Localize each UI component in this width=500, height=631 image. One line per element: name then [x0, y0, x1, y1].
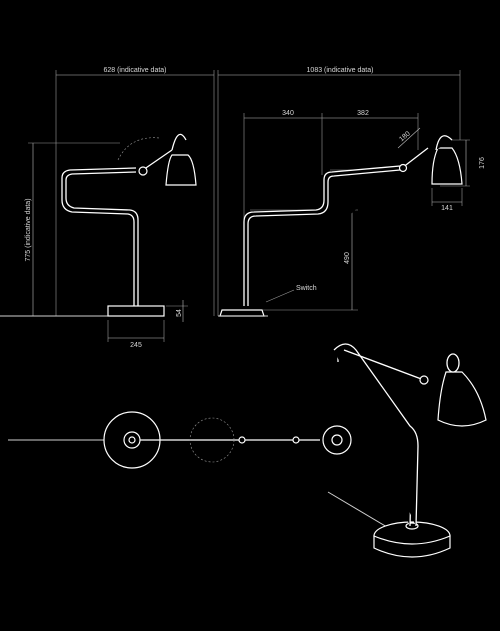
persp-shade [437, 371, 487, 427]
side-base [219, 309, 265, 317]
front-base [107, 305, 165, 317]
front-view: 628 (indicative data) 775 (indicative da… [0, 67, 215, 349]
dim-width-right: 1083 (indicative data) [307, 67, 374, 74]
dim-height-total: 775 (indicative data) [25, 198, 32, 261]
switch-label: Switch [296, 285, 317, 292]
dim-stem-490: 490 [344, 252, 351, 264]
dim-base-height: 54 [176, 309, 183, 317]
dim-width-left: 628 (indicative data) [103, 67, 166, 74]
top-view [8, 411, 352, 469]
dim-arm-340: 340 [282, 110, 294, 117]
side-view: 1083 (indicative data) 340 382 160 490 1… [217, 67, 486, 317]
dim-base-width: 245 [130, 342, 142, 349]
perspective-view [327, 343, 487, 558]
dim-shade-141: 141 [441, 205, 453, 212]
side-shade [431, 147, 463, 185]
dim-arm-382: 382 [357, 110, 369, 117]
dim-shade-176: 176 [479, 157, 486, 169]
front-shade [165, 154, 197, 186]
